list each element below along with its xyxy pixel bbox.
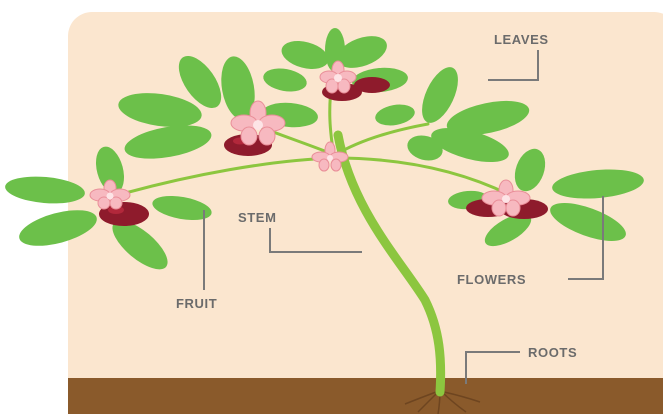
leaves-label: LEAVES	[494, 32, 549, 47]
roots-label: ROOTS	[528, 345, 577, 360]
flowers-label: FLOWERS	[457, 272, 526, 287]
soil	[68, 378, 663, 414]
stem-label: STEM	[238, 210, 277, 225]
fruit-label: FRUIT	[176, 296, 217, 311]
